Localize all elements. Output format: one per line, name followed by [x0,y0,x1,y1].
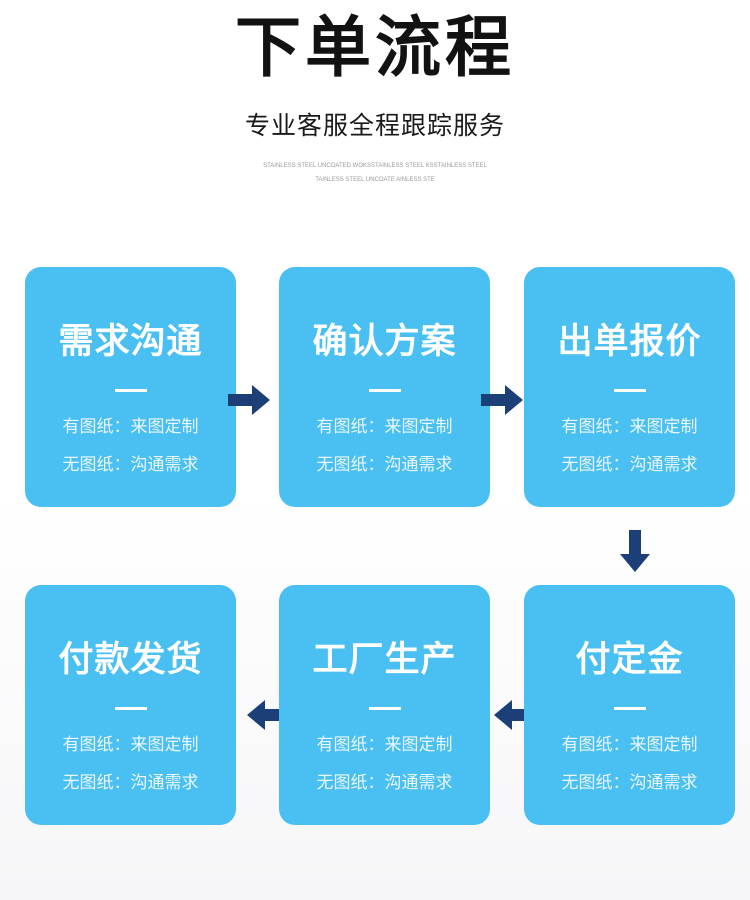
step-line-drawing: 有图纸：来图定制 [316,735,453,755]
arrow-right-icon [228,385,270,415]
step-line-no-drawing: 无图纸：沟通需求 [316,455,453,475]
step-divider [369,389,401,392]
step-line-drawing: 有图纸：来图定制 [561,417,698,437]
step-divider [614,389,646,392]
step-divider [115,707,147,710]
page-title: 下单流程 [235,9,515,86]
arrow-right-icon [481,385,523,415]
step-line-no-drawing: 无图纸：沟通需求 [561,773,698,793]
step-line-drawing: 有图纸：来图定制 [62,735,199,755]
step-line-no-drawing: 无图纸：沟通需求 [561,455,698,475]
step-line-no-drawing: 无图纸：沟通需求 [62,773,199,793]
step-title: 需求沟通 [58,322,203,362]
step-divider [369,707,401,710]
step-line-no-drawing: 无图纸：沟通需求 [316,773,453,793]
step-card-3[interactable]: 出单报价 有图纸：来图定制 无图纸：沟通需求 [524,267,735,507]
step-card-5[interactable]: 工厂生产 有图纸：来图定制 无图纸：沟通需求 [279,585,490,825]
step-title: 出单报价 [557,322,702,362]
step-card-4[interactable]: 付定金 有图纸：来图定制 无图纸：沟通需求 [524,585,735,825]
step-card-1[interactable]: 需求沟通 有图纸：来图定制 无图纸：沟通需求 [25,267,236,507]
arrow-left-icon [494,700,536,730]
fine-print-line-1: STAINLESS STEEL UNCOATED WOKSSTAINLESS S… [263,163,487,169]
step-title: 付定金 [575,640,684,680]
arrow-down-icon [620,530,650,572]
step-divider [614,707,646,710]
step-line-drawing: 有图纸：来图定制 [62,417,199,437]
fine-print-line-2: TAINLESS STEEL UNCOATE AINLESS STE [315,177,435,183]
arrow-left-icon [247,700,289,730]
page-subtitle: 专业客服全程跟踪服务 [244,111,505,140]
step-line-no-drawing: 无图纸：沟通需求 [62,455,199,475]
step-title: 工厂生产 [312,640,457,680]
step-title: 确认方案 [312,322,457,362]
step-title: 付款发货 [58,640,203,680]
step-card-2[interactable]: 确认方案 有图纸：来图定制 无图纸：沟通需求 [279,267,490,507]
step-line-drawing: 有图纸：来图定制 [561,735,698,755]
step-divider [115,389,147,392]
step-card-6[interactable]: 付款发货 有图纸：来图定制 无图纸：沟通需求 [25,585,236,825]
step-line-drawing: 有图纸：来图定制 [316,417,453,437]
